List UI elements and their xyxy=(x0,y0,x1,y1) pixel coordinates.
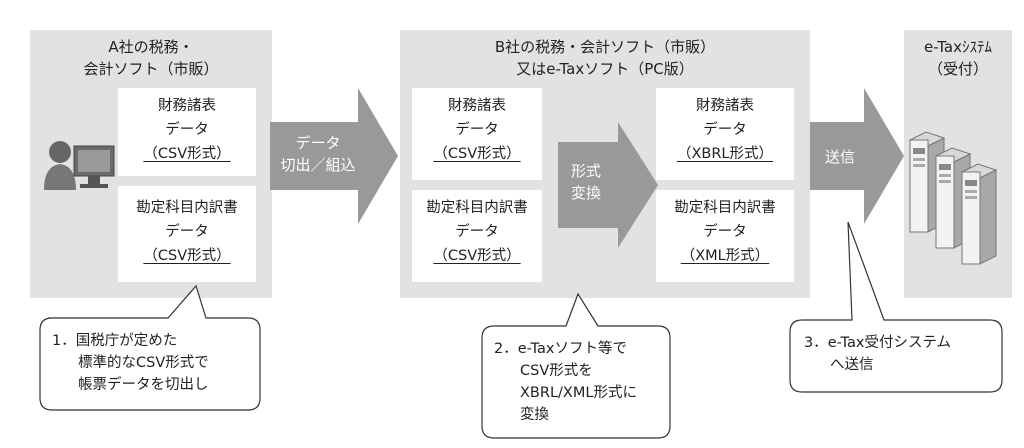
callout-1-text: 1．国税庁が定めた 標準的なCSV形式で 帳票データを切出し xyxy=(52,330,209,396)
export-arrow: データ 切出／組込 xyxy=(270,88,398,224)
callout-2-line2: CSV形式を xyxy=(520,363,593,379)
panel-b: B社の税務・会計ソフト（市販） 又はe-Taxソフト（PC版） 財務諸表 データ… xyxy=(400,30,810,298)
convert-arrow-line2: 変換 xyxy=(570,184,601,202)
callout-1-line3: 帳票データを切出し xyxy=(78,377,209,393)
card-line2: データ xyxy=(455,224,499,240)
panel-a-financial-statements-card: 財務諸表 データ （CSV形式） xyxy=(118,88,256,176)
callout-1-outline xyxy=(39,284,261,411)
panel-b-xml-breakdown-card: 勘定科目内訳書 データ （XML形式） xyxy=(656,190,794,282)
export-arrow-shape xyxy=(270,88,398,224)
send-arrow-label: 送信 xyxy=(810,146,870,168)
export-arrow-label: データ 切出／組込 xyxy=(270,132,366,176)
panel-a-account-breakdown-card: 勘定科目内訳書 データ （CSV形式） xyxy=(118,186,256,282)
server-unit-3 xyxy=(960,163,998,265)
panel-b-csv-breakdown-card: 勘定科目内訳書 データ （CSV形式） xyxy=(412,190,542,282)
card-line2: データ xyxy=(165,224,209,240)
panel-b-title: B社の税務・会計ソフト（市販） 又はe-Taxソフト（PC版） xyxy=(400,36,810,80)
card-line1: 勘定科目内訳書 xyxy=(674,200,776,216)
callout-1-line1: 1．国税庁が定めた xyxy=(52,333,178,349)
callout-3-outline xyxy=(789,221,1003,393)
panel-c-title-line1: e-Taxｼｽﾃﾑ xyxy=(923,38,992,56)
callout-2-text: 2．e-Taxソフト等で CSV形式を XBRL/XML形式に 変換 xyxy=(494,338,637,426)
panel-b-title-line2: 又はe-Taxソフト（PC版） xyxy=(516,60,694,78)
panel-c-title: e-Taxｼｽﾃﾑ （受付） xyxy=(904,36,1012,80)
panel-b-xbrl-financial-card: 財務諸表 データ （XBRL形式） xyxy=(656,88,794,180)
server-rack-icon xyxy=(908,131,998,265)
card-line2: データ xyxy=(455,122,499,138)
convert-arrow-shape xyxy=(558,122,658,248)
convert-arrow-label: 形式 変換 xyxy=(558,160,614,204)
card-format: （CSV形式） xyxy=(143,248,231,264)
card-format: （CSV形式） xyxy=(433,248,521,264)
export-arrow-line1: データ xyxy=(295,134,341,152)
card-line1: 財務諸表 xyxy=(158,98,216,114)
card-line2: データ xyxy=(165,122,209,138)
callout-1-line2: 標準的なCSV形式で xyxy=(78,355,209,371)
panel-b-csv-financial-card: 財務諸表 データ （CSV形式） xyxy=(412,88,542,180)
card-format: （CSV形式） xyxy=(143,146,231,162)
callout-3-text: 3．e-Tax受付システム へ送信 xyxy=(804,332,951,376)
callout-2-outline xyxy=(481,292,671,439)
convert-arrow: 形式 変換 xyxy=(558,122,658,248)
send-arrow-shape xyxy=(810,88,904,224)
panel-c: e-Taxｼｽﾃﾑ （受付） xyxy=(904,30,1012,298)
card-line1: 財務諸表 xyxy=(448,98,506,114)
panel-c-title-line2: （受付） xyxy=(927,60,988,78)
callout-2-line1: 2．e-Taxソフト等で xyxy=(494,341,627,357)
callout-2-line3: XBRL/XML形式に xyxy=(520,385,637,401)
convert-arrow-line1: 形式 xyxy=(570,162,601,180)
card-format: （XBRL形式） xyxy=(676,146,774,162)
card-line2: データ xyxy=(703,122,747,138)
card-line1: 財務諸表 xyxy=(696,98,754,114)
card-format: （CSV形式） xyxy=(433,146,521,162)
panel-a-title-line2: 会計ソフト（市販） xyxy=(83,60,219,78)
send-arrow: 送信 xyxy=(810,88,904,224)
callout-2-line4: 変換 xyxy=(520,407,549,423)
panel-a-title-line1: A社の税務・ xyxy=(108,38,194,56)
panel-a: A社の税務・ 会計ソフト（市販） 財務諸表 データ （CSV形式） 勘定科目内訳… xyxy=(30,30,272,298)
panel-b-title-line1: B社の税務・会計ソフト（市販） xyxy=(494,38,716,56)
callout-3-line1: 3．e-Tax受付システム xyxy=(804,335,952,351)
export-arrow-line2: 切出／組込 xyxy=(280,156,356,174)
panel-a-title: A社の税務・ 会計ソフト（市販） xyxy=(30,36,272,80)
card-line1: 勘定科目内訳書 xyxy=(136,200,238,216)
user-at-computer-icon xyxy=(44,141,115,190)
card-format: （XML形式） xyxy=(680,248,770,264)
card-line2: データ xyxy=(703,224,747,240)
card-line1: 勘定科目内訳書 xyxy=(426,200,528,216)
send-arrow-line1: 送信 xyxy=(824,148,855,166)
callout-3-line2: へ送信 xyxy=(830,357,874,373)
